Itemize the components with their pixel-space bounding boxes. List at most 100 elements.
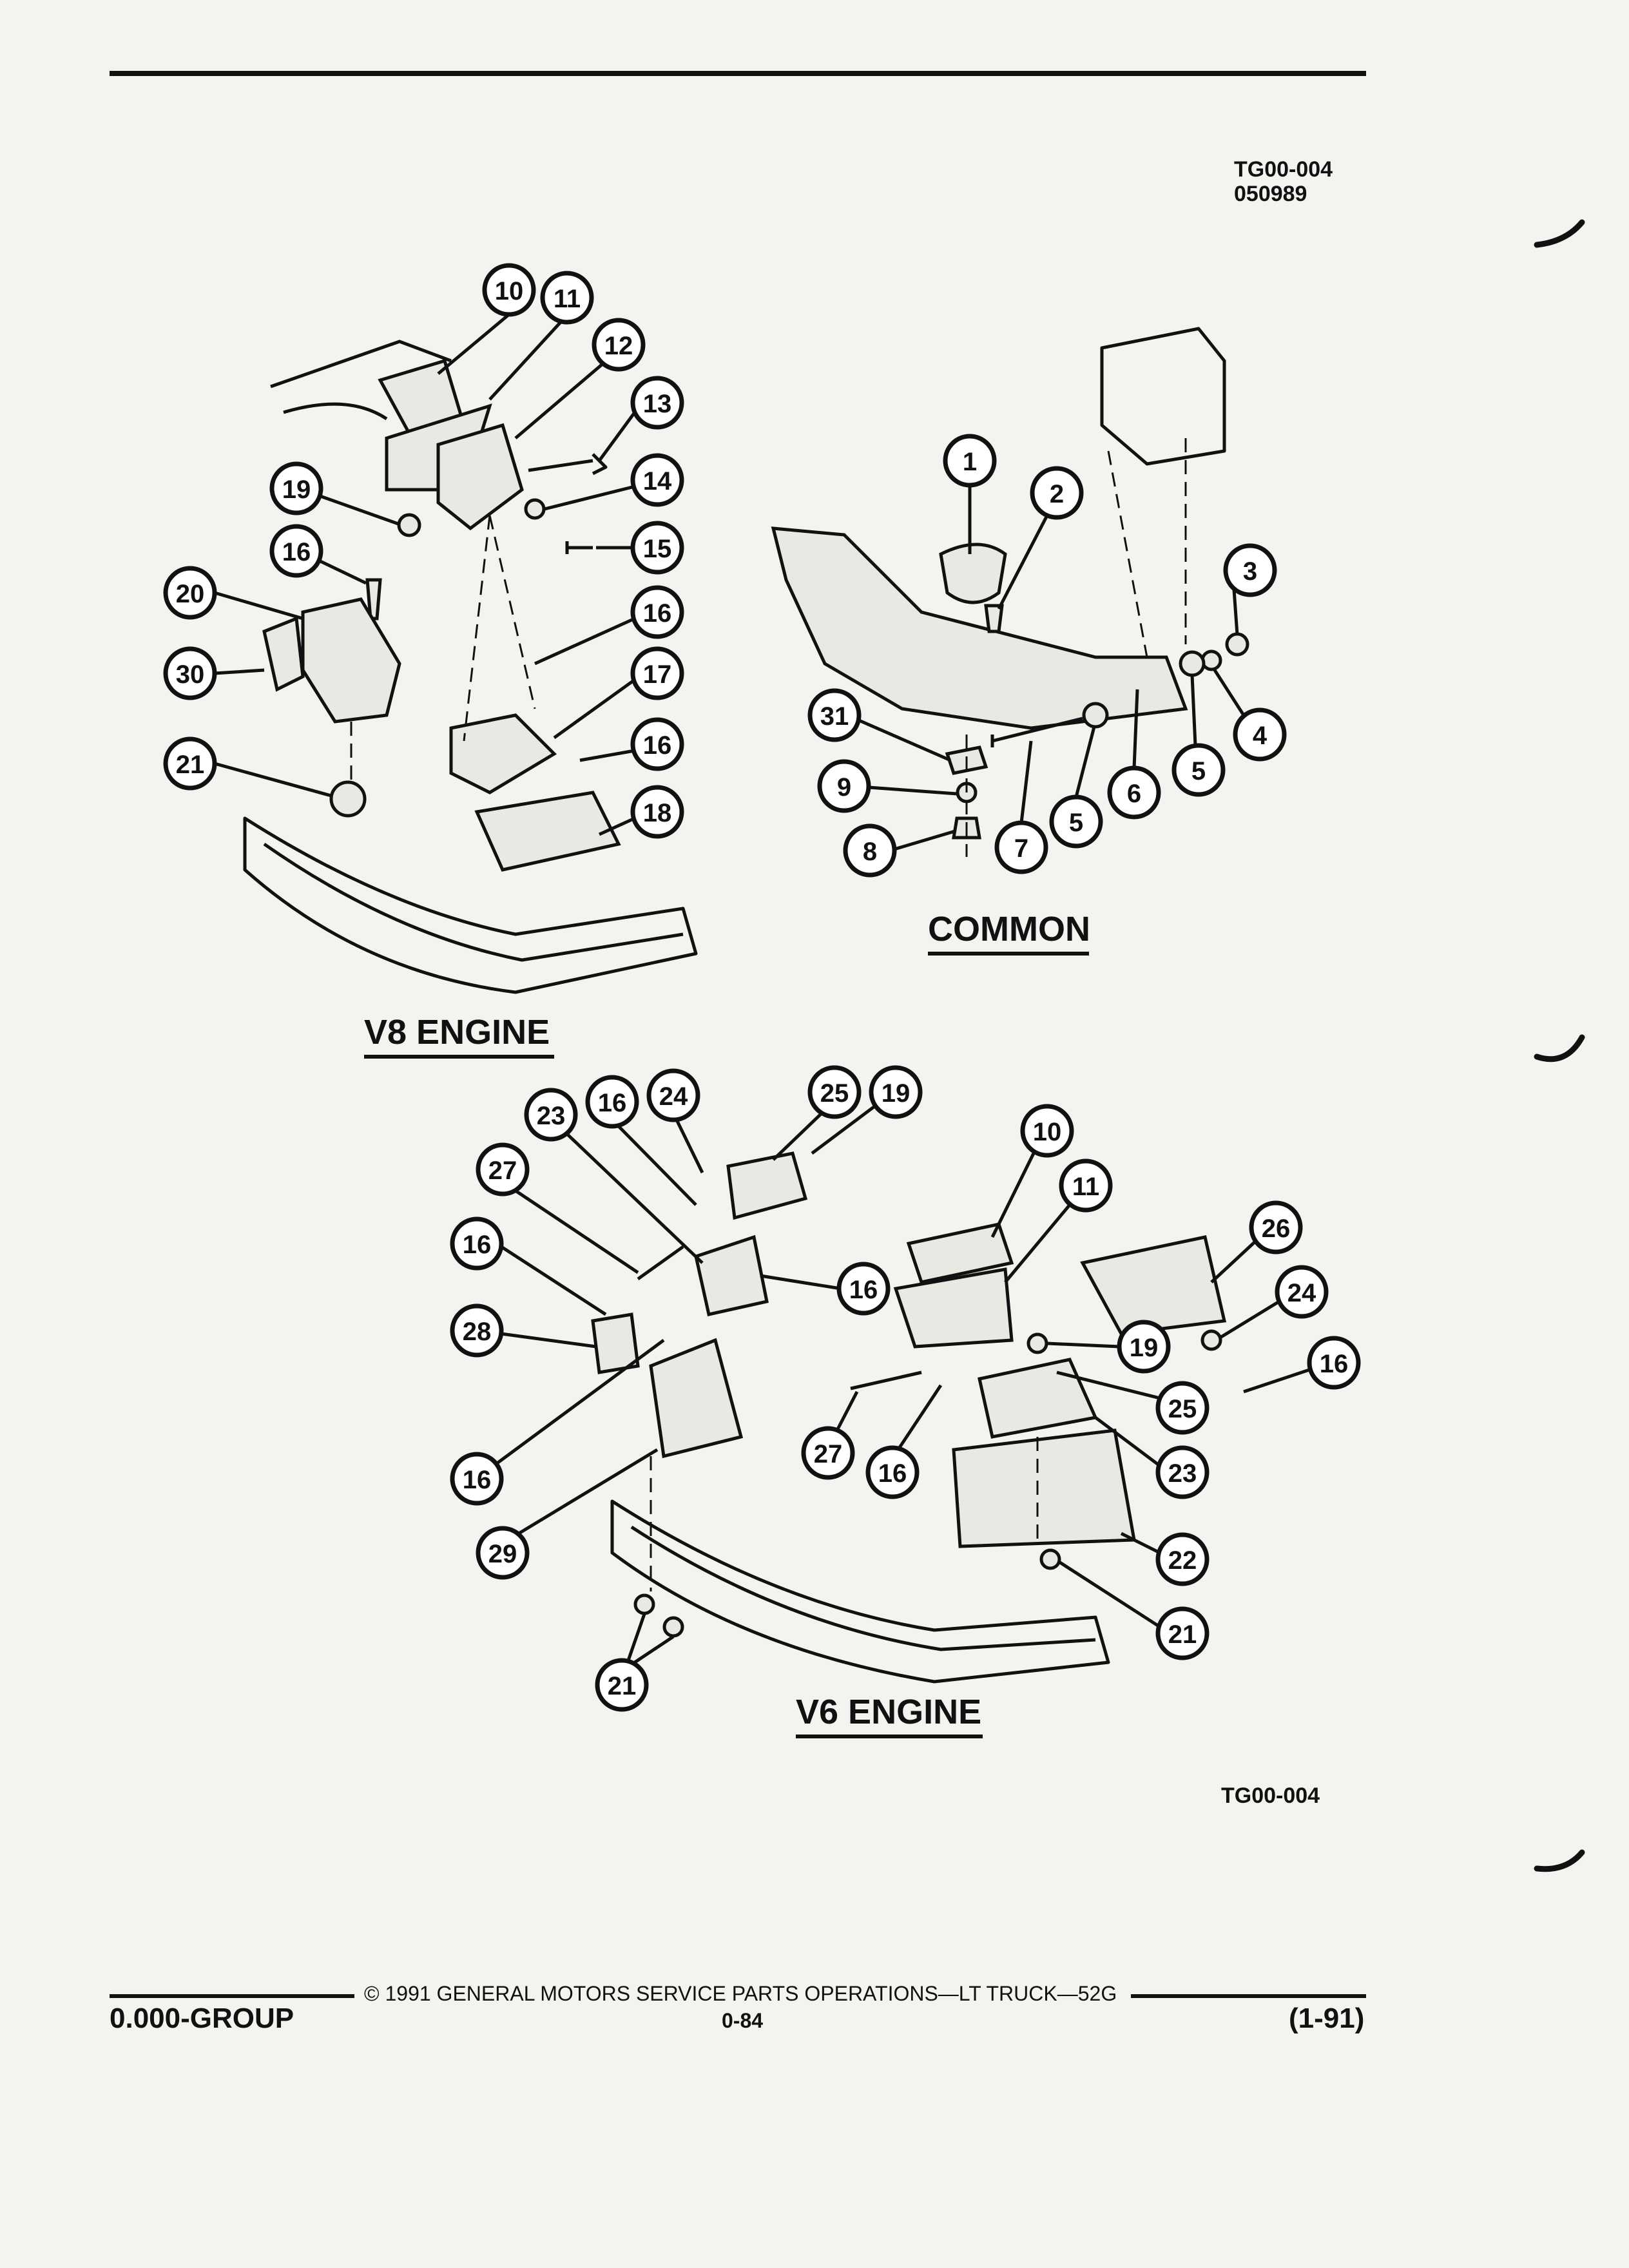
bolt-15 [565, 541, 593, 554]
svg-text:4: 4 [1253, 722, 1268, 750]
svg-text:9: 9 [837, 773, 851, 802]
section-label-v8: V8 ENGINE [364, 1013, 550, 1052]
footer-figure-code: TG00-004 [1221, 1783, 1320, 1808]
callout-5: 5 [1049, 794, 1103, 849]
nut-24 [1200, 1329, 1222, 1351]
callout-20: 20 [163, 566, 217, 620]
svg-text:10: 10 [1033, 1118, 1062, 1146]
svg-text:23: 23 [537, 1102, 566, 1130]
callout-24: 24 [1275, 1265, 1329, 1319]
callout-27: 27 [476, 1142, 530, 1196]
washer-5 [1179, 650, 1206, 677]
svg-text:27: 27 [814, 1440, 843, 1468]
v8-leaders [214, 313, 637, 836]
mount-23b [978, 1358, 1098, 1439]
washer-4 [1200, 649, 1222, 671]
mount-1 [939, 543, 1007, 604]
callout-30: 30 [163, 646, 217, 700]
callout-11: 11 [540, 271, 594, 325]
callout-10: 10 [1020, 1104, 1074, 1158]
mount-29 [649, 1338, 744, 1459]
svg-text:12: 12 [604, 332, 633, 360]
mount-25 [726, 1151, 808, 1220]
callout-27: 27 [801, 1426, 855, 1480]
v8-engine-drawing [243, 340, 698, 994]
callout-19: 19 [1117, 1320, 1171, 1374]
bolt-27 [637, 1245, 684, 1281]
svg-text:16: 16 [463, 1231, 492, 1259]
svg-text:16: 16 [849, 1276, 878, 1304]
callout-6: 6 [1107, 765, 1161, 820]
svg-text:19: 19 [882, 1079, 911, 1108]
revision-label: (1-91) [1289, 2003, 1365, 2034]
callout-1: 1 [943, 434, 997, 488]
nut-21 [1039, 1548, 1061, 1570]
callout-8: 8 [843, 823, 897, 878]
callout-4: 4 [1233, 707, 1287, 762]
svg-text:18: 18 [643, 799, 672, 827]
assembly-line [488, 515, 536, 709]
callout-16: 16 [1307, 1336, 1361, 1390]
callout-13: 13 [630, 376, 684, 430]
washer-5b [1082, 702, 1109, 729]
svg-text:10: 10 [495, 277, 524, 305]
svg-text:23: 23 [1168, 1459, 1197, 1488]
callout-29: 29 [476, 1526, 530, 1580]
callout-21: 21 [595, 1658, 649, 1712]
svg-text:16: 16 [643, 599, 672, 628]
callout-12: 12 [592, 318, 646, 372]
svg-text:30: 30 [176, 660, 205, 689]
svg-text:20: 20 [176, 580, 205, 608]
callout-14: 14 [630, 453, 684, 507]
callout-16: 16 [630, 717, 684, 771]
nut-19 [1027, 1332, 1048, 1354]
bolt-13 [528, 453, 608, 476]
svg-text:8: 8 [863, 838, 877, 866]
callout-16: 16 [630, 585, 684, 639]
svg-text:26: 26 [1262, 1215, 1291, 1243]
svg-text:22: 22 [1168, 1546, 1197, 1575]
svg-text:28: 28 [463, 1318, 492, 1346]
bracket-30 [262, 616, 305, 692]
svg-text:19: 19 [1130, 1334, 1159, 1362]
callout-24: 24 [646, 1068, 700, 1122]
engine-block-outline [270, 340, 452, 421]
svg-text:17: 17 [643, 660, 672, 689]
frame-rail-inner [630, 1525, 1096, 1651]
svg-text:3: 3 [1243, 557, 1257, 586]
svg-text:25: 25 [1168, 1395, 1197, 1423]
callout-23: 23 [524, 1088, 578, 1142]
figure-code: TG00-004 [1234, 157, 1333, 182]
v6-engine-drawing [591, 1151, 1227, 1684]
svg-text:19: 19 [282, 476, 311, 504]
page-number: 0-84 [722, 2009, 764, 2032]
callout-31: 31 [807, 688, 862, 742]
svg-text:16: 16 [1320, 1350, 1349, 1378]
svg-text:7: 7 [1014, 834, 1028, 863]
shield-22 [952, 1428, 1136, 1548]
margin-mark [1534, 1034, 1585, 1062]
bolt-2 [984, 604, 1004, 633]
callout-25: 25 [807, 1065, 862, 1119]
svg-text:16: 16 [282, 538, 311, 566]
callout-25: 25 [1155, 1381, 1210, 1435]
svg-text:11: 11 [554, 285, 581, 313]
callout-5: 5 [1171, 743, 1226, 797]
callout-16: 16 [269, 524, 323, 578]
callout-11: 11 [1059, 1158, 1113, 1213]
callout-2: 2 [1030, 466, 1084, 520]
bracket-28 [591, 1312, 640, 1374]
mount-17 [449, 713, 557, 794]
date-code: 050989 [1234, 182, 1307, 206]
svg-text:16: 16 [643, 731, 672, 760]
svg-text:16: 16 [463, 1466, 492, 1494]
common-drawing [771, 327, 1249, 857]
frame-rail [243, 816, 698, 994]
svg-text:16: 16 [878, 1459, 907, 1488]
shield-26 [1080, 1235, 1227, 1336]
callout-16: 16 [865, 1445, 920, 1499]
svg-text:11: 11 [1072, 1173, 1099, 1201]
callout-16: 16 [450, 1452, 504, 1506]
frame-rail [610, 1499, 1110, 1684]
